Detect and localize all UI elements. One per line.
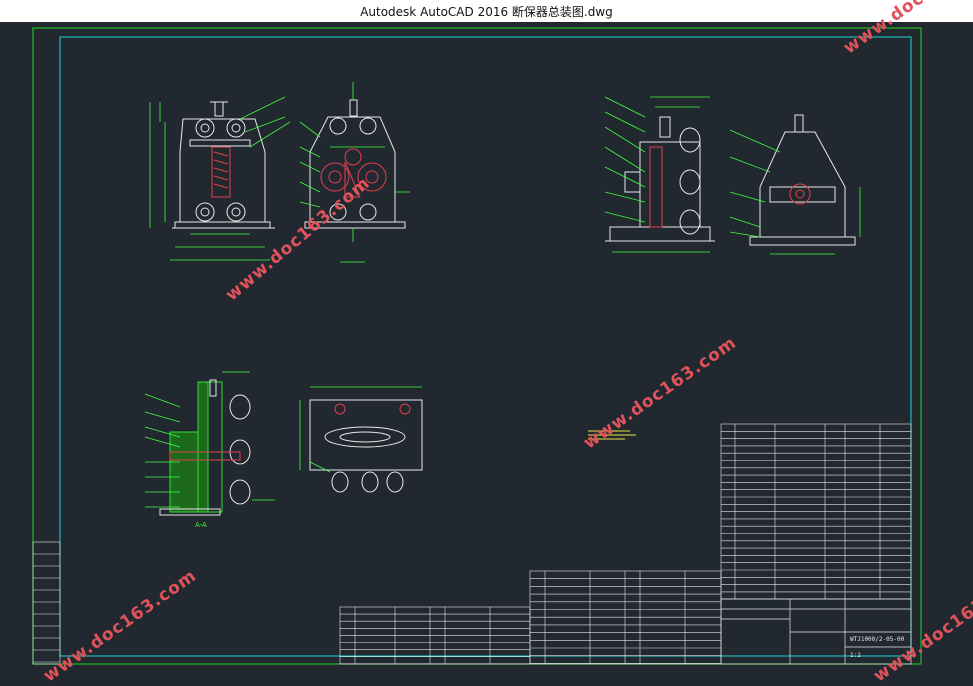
sheet-border-inner (59, 36, 912, 657)
window-title-bar: Autodesk AutoCAD 2016 断保器总装图.dwg (0, 0, 973, 22)
end-view-dims (729, 129, 861, 255)
parts-list (720, 423, 912, 600)
section-a-a (159, 379, 251, 516)
drawing-canvas[interactable]: A-A (0, 22, 973, 674)
scale-value: 1:2 (850, 652, 861, 659)
technical-notes (588, 430, 636, 440)
revision-block (32, 541, 61, 665)
section-a-a-dims (144, 371, 275, 508)
front-view (172, 101, 275, 229)
title-block (720, 598, 912, 665)
plan-view-dims (299, 386, 422, 473)
parts-list-left (339, 606, 531, 665)
right-side-view (605, 116, 715, 242)
sheet-border-outer (32, 27, 922, 665)
side-view-dims (299, 82, 410, 263)
plan-view (309, 399, 423, 493)
parts-list-middle (529, 570, 722, 665)
end-view (749, 114, 856, 246)
drawing-number: WTJ1000/2-05-00 (850, 636, 905, 643)
front-view-dims (149, 96, 291, 261)
right-side-view-dims (604, 96, 710, 253)
window-title: Autodesk AutoCAD 2016 断保器总装图.dwg (360, 4, 613, 19)
section-label: A-A (195, 521, 207, 529)
